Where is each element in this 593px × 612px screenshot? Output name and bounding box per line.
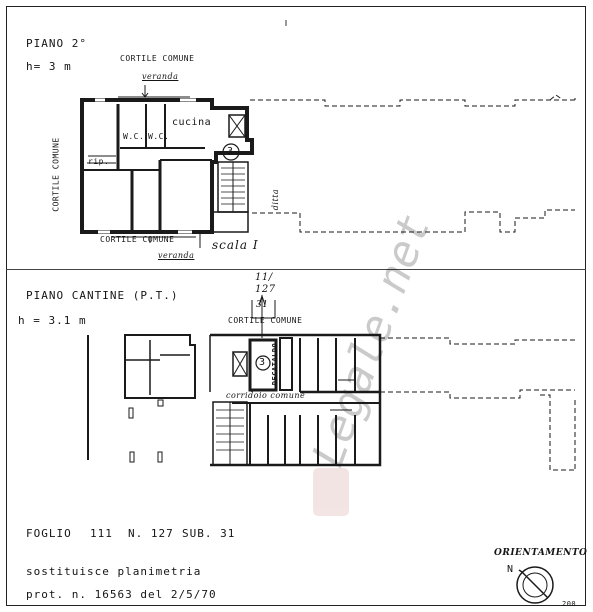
scale-note: 200 — [562, 600, 577, 608]
upper-floor-plan — [80, 85, 576, 248]
upper-wc2-label: W.C. — [148, 132, 170, 141]
protocol-note: prot. n. 16563 del 2/5/70 — [26, 588, 217, 601]
orientation-north-label: N — [507, 564, 514, 575]
lower-plan-title: PIANO CANTINE (P.T.) — [26, 289, 179, 302]
lower-corridor-label: corridoio comune — [226, 391, 306, 400]
upper-bottom-veranda-label: veranda — [158, 251, 195, 260]
sheet-border-right — [585, 6, 586, 606]
lower-unit-room — [248, 338, 278, 392]
lower-ref-line3: 31 — [256, 300, 269, 310]
lower-unit-circle — [255, 355, 271, 371]
lower-neighbor-label: DECATALDO — [271, 342, 280, 386]
orientation-title: ORIENTAMENTO — [494, 548, 588, 558]
upper-unit-circle — [222, 143, 240, 161]
particella-value: N. 127 — [128, 527, 174, 540]
watermark-logo: Legale.net — [302, 207, 441, 516]
upper-bottom-courtyard-label: CORTILE COMUNE — [100, 235, 175, 244]
upper-plan-title: PIANO 2° — [26, 37, 87, 50]
upper-left-courtyard-label: CORTILE COMUNE — [51, 137, 61, 212]
upper-ditta-label: ditta — [271, 188, 281, 211]
lower-neighbor-outline — [380, 337, 576, 471]
lower-unit-number: 3 — [259, 357, 266, 368]
lower-floor-plan — [87, 294, 576, 471]
lower-ref-line2: 127 — [255, 284, 276, 295]
replaces-note: sostituisce planimetria — [26, 565, 202, 578]
upper-kitchen-label: cucina — [172, 117, 212, 128]
lower-plan-height: h = 3.1 m — [18, 314, 87, 327]
lower-elevator — [232, 351, 248, 377]
lower-courtyard-label: CORTILE COMUNE — [228, 316, 303, 325]
upper-top-courtyard-label: CORTILE COMUNE — [120, 54, 195, 63]
watermark-text: Legale.net — [302, 207, 441, 473]
sub-value: SUB. 31 — [182, 527, 236, 540]
section-divider — [6, 269, 586, 270]
orientation-compass — [516, 566, 554, 604]
upper-plan-height: h= 3 m — [26, 60, 72, 73]
upper-neighbor-outline — [250, 94, 576, 233]
foglio-value: 111 — [90, 527, 113, 540]
upper-top-veranda-label: veranda — [142, 72, 179, 81]
sheet-border-left — [6, 6, 7, 606]
upper-elevator — [228, 114, 246, 138]
upper-wc1-label: W.C. — [123, 132, 145, 141]
upper-stair-label: scala I — [212, 238, 259, 252]
sheet-border-bottom — [6, 605, 586, 606]
sheet-border-top — [6, 6, 586, 7]
lower-ref-line1: 11/ — [255, 272, 273, 283]
upper-rip-label: rip. — [88, 157, 110, 166]
upper-unit-number: 3 — [227, 146, 234, 157]
foglio-label: FOGLIO — [26, 527, 72, 540]
